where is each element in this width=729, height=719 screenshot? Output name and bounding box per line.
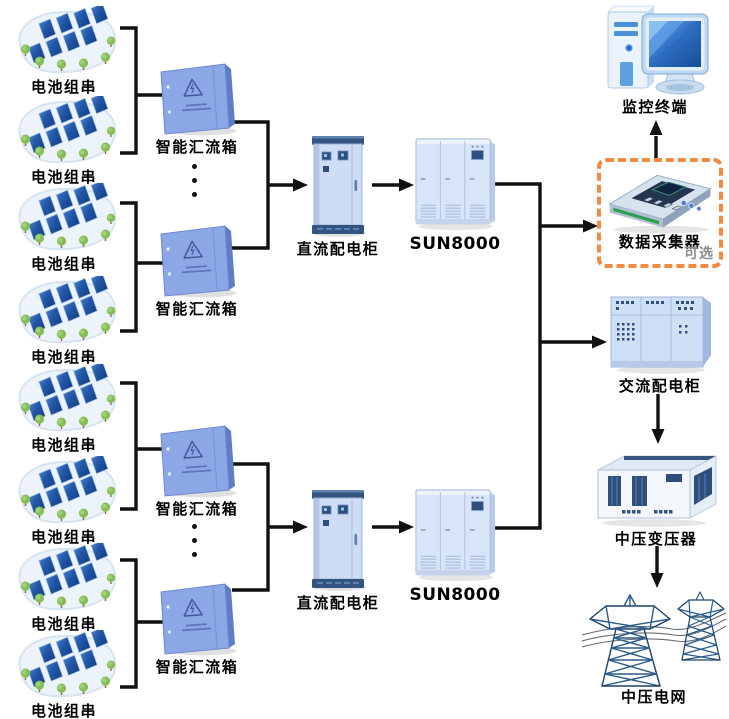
inverter-sun8000-1: SUN8000: [409, 133, 501, 254]
optional-group-box: 数据采集器 可选: [597, 158, 723, 268]
pv-string-2: 电池组串: [8, 96, 120, 186]
pv-string-3: 电池组串: [8, 183, 120, 273]
bracket-combiner-dc-1: [232, 120, 294, 250]
pv-string-label: 电池组串: [30, 168, 97, 186]
ac-cabinet-label: 交流配电柜: [618, 377, 702, 395]
inverter-label: SUN8000: [409, 584, 501, 605]
transformer-icon: [592, 444, 720, 528]
pv-array-icon: [8, 183, 120, 253]
pv-string-5: 电池组串: [8, 364, 120, 454]
pv-array-icon: [8, 630, 120, 700]
dc-cabinet-label: 直流配电柜: [296, 240, 380, 258]
pv-string-label: 电池组串: [30, 615, 97, 633]
pv-array-icon: [8, 543, 120, 613]
dc-cabinet-2: 直流配电柜: [297, 486, 378, 612]
dc-cabinet-label: 直流配电柜: [296, 594, 380, 612]
combiner-box-icon: [155, 580, 239, 656]
pv-string-1: 电池组串: [8, 6, 120, 96]
monitor-terminal-label: 监控终端: [621, 98, 688, 116]
arrowheads: [293, 120, 665, 588]
pv-array-icon: [8, 6, 120, 76]
bracket-combiner-dc-2: [232, 462, 294, 592]
pv-string-label: 电池组串: [30, 255, 97, 273]
trunk-line: [492, 182, 542, 530]
computer-icon: [596, 2, 714, 96]
combiner-box-icon: [155, 222, 239, 298]
mv-transformer-label: 中压变压器: [614, 530, 698, 548]
inverter-label: SUN8000: [409, 233, 501, 254]
ellipsis-dots-top: [192, 164, 197, 197]
pv-array-icon: [8, 276, 120, 346]
transmission-towers-icon: [582, 588, 726, 694]
dc-cabinet-1: 直流配电柜: [297, 132, 378, 258]
data-collector-icon: [604, 165, 716, 235]
combiner-box-label: 智能汇流箱: [155, 300, 239, 318]
pv-string-6: 电池组串: [8, 456, 120, 546]
monitor-terminal: 监控终端: [596, 2, 714, 116]
data-collector-label: 数据采集器: [618, 233, 702, 252]
dc-cabinet-icon: [306, 486, 370, 592]
inverter-icon: [412, 133, 498, 231]
pv-string-8: 电池组串: [8, 630, 120, 719]
pv-string-label: 电池组串: [30, 436, 97, 454]
pv-array-icon: [8, 96, 120, 166]
combiner-box-2: 智能汇流箱: [155, 222, 239, 318]
bracket-pv-combiner-4: [120, 558, 165, 689]
optional-tag: 可选: [684, 246, 714, 262]
dc-cabinet-icon: [306, 132, 370, 238]
pv-string-label: 电池组串: [30, 528, 97, 546]
pv-string-label: 电池组串: [30, 702, 97, 719]
combiner-box-4: 智能汇流箱: [155, 580, 239, 676]
combiner-box-icon: [155, 422, 239, 498]
combiner-box-label: 智能汇流箱: [155, 658, 239, 676]
bracket-pv-combiner-1: [120, 26, 165, 155]
pv-string-4: 电池组串: [8, 276, 120, 366]
mv-grid: 中压电网: [582, 588, 726, 706]
ellipsis-dots-bottom: [192, 524, 197, 557]
pv-array-icon: [8, 456, 120, 526]
mv-transformer: 中压变压器: [592, 444, 720, 548]
pv-string-label: 电池组串: [30, 78, 97, 96]
combiner-box-label: 智能汇流箱: [155, 138, 239, 156]
inverter-sun8000-2: SUN8000: [409, 484, 501, 605]
ac-cabinet: 交流配电柜: [605, 293, 715, 395]
pv-string-label: 电池组串: [30, 348, 97, 366]
mv-grid-label: 中压电网: [620, 688, 687, 706]
pv-string-7: 电池组串: [8, 543, 120, 633]
combiner-box-3: 智能汇流箱: [155, 422, 239, 518]
combiner-box-1: 智能汇流箱: [155, 60, 239, 156]
combiner-box-icon: [155, 60, 239, 136]
pv-array-icon: [8, 364, 120, 434]
bracket-pv-combiner-3: [120, 381, 165, 511]
combiner-box-label: 智能汇流箱: [155, 500, 239, 518]
bracket-pv-combiner-2: [120, 201, 165, 333]
ac-cabinet-icon: [605, 293, 715, 375]
inverter-icon: [412, 484, 498, 582]
